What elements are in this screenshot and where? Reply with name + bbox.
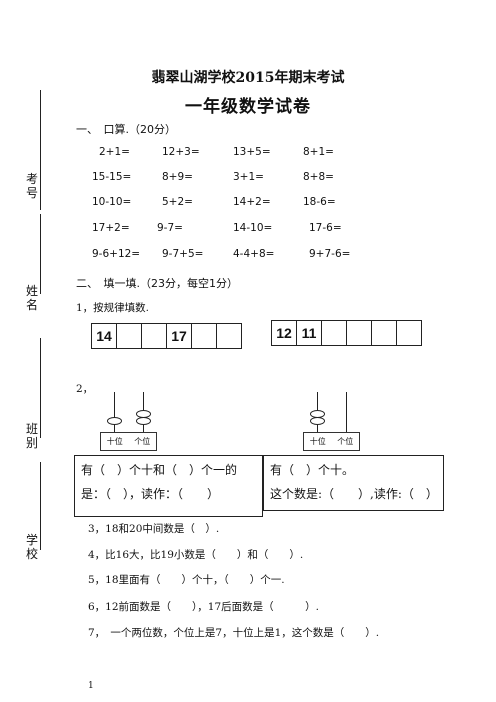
tens-label: 十位 [106,437,123,446]
problem: 9-7+5= [162,248,204,260]
margin-line-4 [40,462,41,550]
bead-icon [107,417,122,425]
bead-icon [310,417,325,425]
seq-cell[interactable] [116,323,142,349]
margin-line-3 [40,338,41,438]
tens-label: 十位 [309,437,326,446]
sequence-boxes-2: 12 11 [271,320,422,346]
problem: 9+7-6= [309,248,351,260]
answer-line: 是：（ ），读作：（ ） [81,487,220,501]
seq-cell[interactable] [141,323,167,349]
question-2-label: 2， [76,383,94,395]
problem: 8+8= [303,171,334,183]
abacus-left: 十位 个位 [100,392,160,452]
question-4: 4，比16大，比19小数是（ ）和（ ）. [88,549,304,561]
problem: 8+9= [162,171,193,183]
margin-label-exam-no: 考号 [25,172,38,200]
seq-cell[interactable]: 14 [91,323,117,349]
margin-label-school: 学校 [25,533,38,561]
bead-icon [136,417,151,425]
section1-heading: 一、 口算.（20分） [76,123,176,136]
answer-box-left: 有（ ）个十和（ ）个一的 是：（ ），读作：（ ） [74,455,263,517]
ones-rod [346,392,347,432]
answer-line: 这个数是:（ ）,读作:（ ） [270,487,438,501]
seq-cell[interactable]: 12 [271,320,297,346]
answer-box-right: 有（ ）个十。 这个数是:（ ）,读作:（ ） [263,455,444,511]
tens-rod [114,392,115,432]
sequence-boxes-1: 14 17 [91,323,242,349]
problem: 10-10= [92,196,132,208]
problem: 18-6= [303,196,336,208]
question-7: 7， 一个两位数，个位上是7，十位上是1，这个数是（ ）. [88,627,380,639]
page-number: 1 [88,681,94,691]
seq-cell[interactable] [191,323,217,349]
question-5: 5，18里面有（ ）个十，（ ）个一. [88,574,285,586]
answer-line: 有（ ）个十。 [270,463,355,477]
exam-title: 翡翠山湖学校2015年期末考试 [151,70,345,86]
problem: 15-15= [92,171,132,183]
problem: 12+3= [162,146,200,158]
problem: 14-10= [233,222,273,234]
seq-cell[interactable] [321,320,347,346]
problem: 9-6+12= [92,248,141,260]
seq-cell[interactable] [371,320,397,346]
seq-cell[interactable] [396,320,422,346]
ones-label: 个位 [134,437,151,446]
abacus-base: 十位 个位 [303,432,360,451]
margin-line-2 [40,214,41,294]
margin-label-class: 班别 [25,422,38,450]
seq-cell[interactable] [346,320,372,346]
margin-label-name: 姓名 [25,284,38,312]
exam-subtitle: 一年级数学试卷 [185,97,311,117]
problem: 13+5= [233,146,271,158]
question-1-label: 1，按规律填数. [76,302,150,314]
seq-cell[interactable] [216,323,242,349]
seq-cell[interactable]: 11 [296,320,322,346]
abacus-right: 十位 个位 [303,392,363,452]
problem: 8+1= [303,146,334,158]
problem: 4-4+8= [233,248,275,260]
answer-line: 有（ ）个十和（ ）个一的 [81,463,238,477]
ones-label: 个位 [337,437,354,446]
problem: 2+1= [99,146,130,158]
abacus-base: 十位 个位 [100,432,157,451]
margin-line-1 [40,90,41,210]
problem: 17+2= [92,222,130,234]
problem: 9-7= [157,222,183,234]
question-6: 6，12前面数是（ ），17后面数是（ ）. [88,601,319,613]
section2-heading: 二、 填一填.（23分，每空1分） [76,277,238,290]
problem: 17-6= [309,222,342,234]
problem: 5+2= [162,196,193,208]
question-3: 3，18和20中间数是（ ）. [88,523,220,535]
problem: 3+1= [233,171,264,183]
seq-cell[interactable]: 17 [166,323,192,349]
problem: 14+2= [233,196,271,208]
